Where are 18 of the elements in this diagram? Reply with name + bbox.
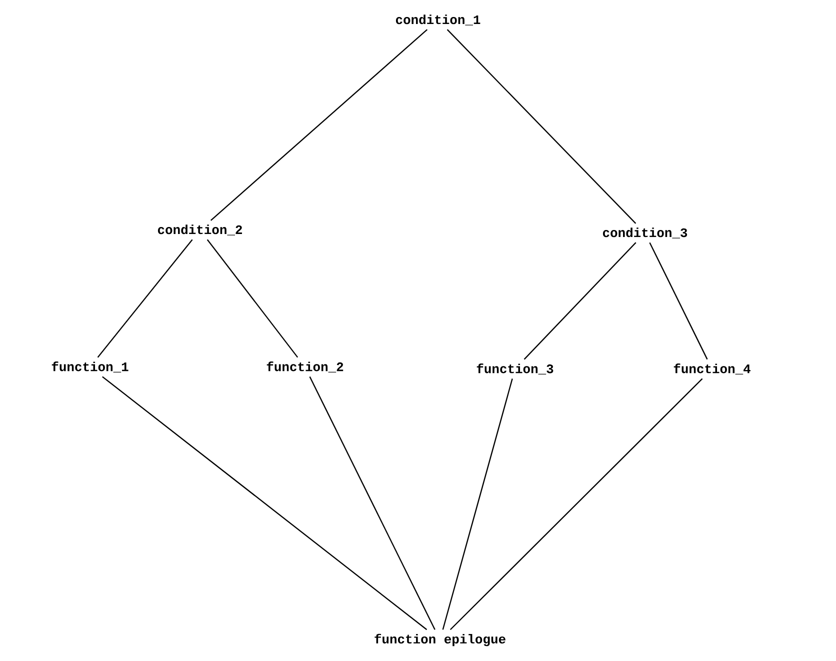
connector-line — [450, 378, 703, 630]
connector-line — [206, 239, 298, 358]
connector-line — [446, 29, 636, 224]
node-label: condition_1 — [396, 14, 480, 26]
connector-line — [102, 376, 428, 630]
connector-line — [97, 239, 193, 358]
node-label: function_1 — [52, 362, 128, 372]
connector-line — [210, 29, 428, 221]
node-label: function_2 — [266, 362, 344, 372]
node-label: function_4 — [674, 364, 750, 374]
node-label: function epilogue — [374, 634, 506, 646]
connector-line — [442, 378, 513, 630]
node-label: condition_3 — [602, 228, 688, 238]
connector-line — [524, 242, 636, 360]
node-label: function_3 — [476, 364, 554, 374]
node-label: condition_2 — [158, 224, 242, 236]
connector-line — [309, 376, 436, 630]
connector-line — [649, 242, 708, 360]
